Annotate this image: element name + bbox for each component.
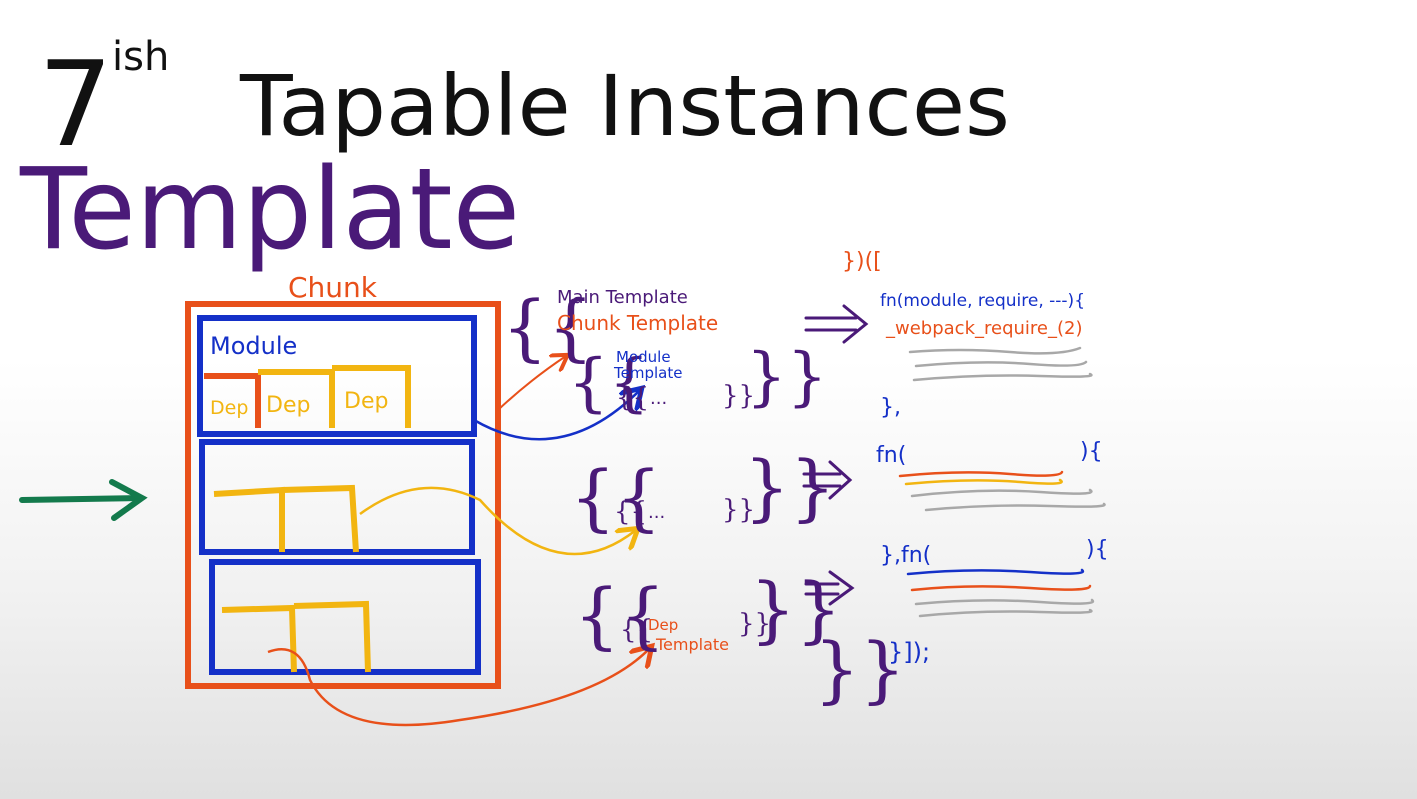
module-box-3 (209, 559, 481, 675)
dep-template-label-2: Template (655, 635, 729, 654)
scribble-gray-2 (914, 360, 1088, 368)
brace-inner-close-1: }} (722, 381, 755, 411)
brace-inner-open-2: {{ (614, 497, 647, 527)
dep-template-label-1: Dep (648, 616, 678, 634)
title-text: Tapable Instances (239, 57, 1010, 155)
module-template-label-1: Module (616, 348, 671, 366)
module-template-label-2: Template (613, 364, 682, 382)
dep-outline-3 (332, 365, 411, 428)
output-fn1: fn(module, require, ---){ (880, 291, 1085, 311)
module-label: Module (210, 332, 297, 360)
green-arrow (19, 479, 148, 521)
module-box-1 (197, 315, 477, 437)
scribble-orange-1 (898, 470, 1064, 478)
scribble-blue-1 (906, 568, 1085, 576)
dep-label-1: Dep (210, 397, 248, 419)
output-fn2-end: ){ (1080, 439, 1103, 464)
double-arrow-2 (802, 460, 853, 500)
output-close2: },fn( (880, 543, 931, 568)
brace-final-close: }} (814, 627, 906, 711)
dep-label-3: Dep (344, 389, 388, 414)
brace-inner-close-3: }} (738, 609, 771, 639)
output-fn3-end: ){ (1086, 537, 1109, 562)
title-superscript: ish (112, 34, 169, 80)
dep-outline-4 (213, 486, 285, 552)
main-template-label: Main Template (557, 287, 688, 308)
brace-row3-open: {{ (574, 573, 666, 657)
scribble-gray-1 (908, 346, 1082, 355)
arrow-chunk-to-chunk-template (497, 356, 566, 411)
chunk-label: Chunk (288, 271, 378, 304)
output-fn2: fn( (876, 443, 906, 468)
arrow-dep-to-dep-template (267, 648, 650, 727)
dep-outline-1 (204, 373, 261, 428)
dep-outline-5 (281, 484, 359, 553)
brace-row2-open: {{ (570, 455, 662, 539)
scribble-yellow-1 (904, 478, 1063, 486)
subtitle-template: Template (19, 145, 520, 275)
brace-module-close: }} (746, 340, 827, 414)
brace-module-open: {{ (568, 346, 649, 420)
scribble-orange-2 (910, 584, 1092, 592)
module-box-2 (199, 439, 475, 555)
scribble-gray-4 (910, 488, 1093, 498)
title-ordinal: 7 (38, 35, 113, 173)
scribble-gray-7 (918, 608, 1093, 618)
output-close1: }, (880, 395, 901, 420)
double-arrow-3 (804, 570, 855, 606)
dep-outline-6 (221, 604, 297, 673)
dep-label-2: Dep (266, 393, 310, 418)
ellipsis-1: ... (650, 388, 667, 409)
dep-outline-7 (293, 600, 371, 673)
brace-inner-open-3: {{ (620, 615, 653, 645)
scribble-gray-5 (924, 502, 1106, 512)
arrow-module-to-module-template (473, 390, 640, 441)
scribble-gray-3 (912, 372, 1093, 382)
output-open: })([ (842, 249, 882, 274)
brace-main-open: {{ (502, 285, 594, 369)
brace-inner-close-2: }} (722, 495, 755, 525)
brace-row3-close: }} (750, 567, 842, 651)
scribble-gray-6 (914, 598, 1095, 606)
arrow-module2-to-template (359, 486, 636, 556)
brace-inner-open-1: {{ (616, 383, 649, 413)
chunk-box (185, 301, 501, 689)
ellipsis-2: ... (648, 502, 665, 523)
output-require: _webpack_require_(2) (885, 318, 1083, 339)
double-arrow-1 (804, 304, 869, 344)
output-end: }]); (888, 638, 930, 666)
dep-outline-2 (258, 369, 335, 428)
chunk-template-label: Chunk Template (557, 311, 718, 335)
